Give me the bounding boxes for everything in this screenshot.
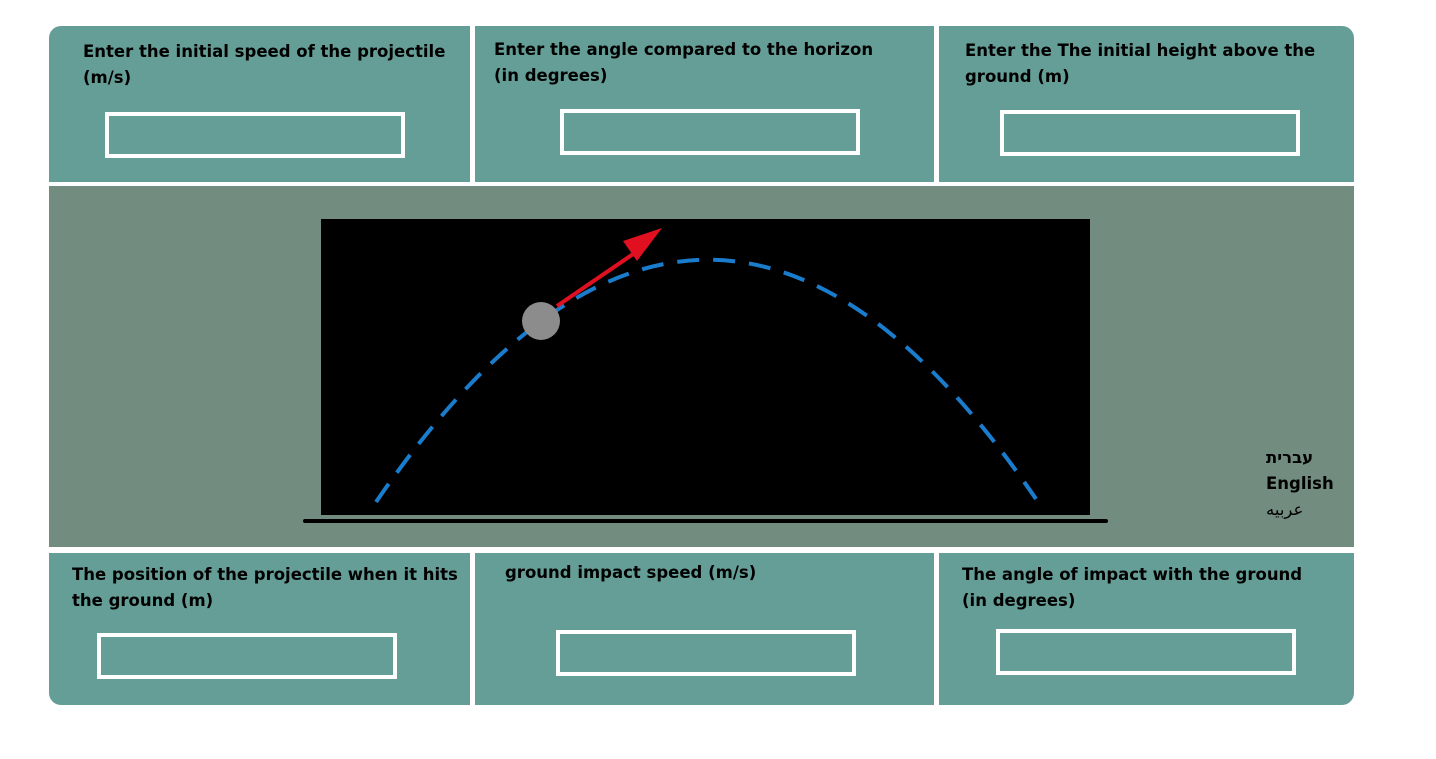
angle-input-label-line1: Enter the angle compared to the horizon bbox=[494, 40, 874, 59]
velocity-arrow-head bbox=[623, 228, 662, 261]
impact-position-label-line1: The position of the projectile when it h… bbox=[72, 565, 458, 584]
impact-position-output[interactable] bbox=[97, 633, 397, 679]
simulation-canvas bbox=[321, 219, 1090, 515]
height-input-label-line2: ground (m) bbox=[965, 67, 1070, 86]
height-input-label-line1: Enter the The initial height above the bbox=[965, 41, 1316, 60]
impact-position-panel: The position of the projectile when it h… bbox=[49, 553, 470, 705]
height-input-panel: Enter the The initial height above the g… bbox=[939, 26, 1354, 182]
height-input-label: Enter the The initial height above the g… bbox=[965, 38, 1315, 90]
angle-input-label-line2: (in degrees) bbox=[494, 66, 608, 85]
speed-input-label-line1: Enter the initial speed of the projectil… bbox=[83, 42, 446, 61]
angle-input-label: Enter the angle compared to the horizon … bbox=[494, 37, 873, 89]
impact-angle-output[interactable] bbox=[996, 629, 1296, 675]
trajectory-svg bbox=[374, 228, 1038, 504]
velocity-arrow-shaft bbox=[555, 248, 641, 308]
impact-position-label-line2: the ground (m) bbox=[72, 591, 214, 610]
launch-angle-input[interactable] bbox=[560, 109, 860, 155]
impact-speed-output[interactable] bbox=[556, 630, 856, 676]
language-arabic[interactable]: عربيه bbox=[1266, 500, 1304, 519]
language-english[interactable]: English bbox=[1266, 474, 1334, 493]
trajectory-path bbox=[374, 257, 1038, 504]
projectile-ball bbox=[522, 302, 560, 340]
simulation-area: עברית English عربيه bbox=[49, 186, 1354, 547]
impact-angle-label: The angle of impact with the ground (in … bbox=[962, 562, 1302, 614]
language-hebrew[interactable]: עברית bbox=[1266, 448, 1314, 467]
impact-angle-label-line1: The angle of impact with the ground bbox=[962, 565, 1303, 584]
initial-speed-input[interactable] bbox=[105, 112, 405, 158]
impact-speed-label: ground impact speed (m/s) bbox=[505, 563, 757, 582]
speed-input-label-line2: (m/s) bbox=[83, 68, 132, 87]
impact-angle-label-line2: (in degrees) bbox=[962, 591, 1076, 610]
speed-input-label: Enter the initial speed of the projectil… bbox=[83, 39, 445, 91]
simulator-frame: Enter the initial speed of the projectil… bbox=[49, 26, 1354, 705]
angle-input-panel: Enter the angle compared to the horizon … bbox=[475, 26, 934, 182]
speed-input-panel: Enter the initial speed of the projectil… bbox=[49, 26, 470, 182]
impact-angle-panel: The angle of impact with the ground (in … bbox=[939, 553, 1354, 705]
ground-line bbox=[303, 519, 1108, 523]
initial-height-input[interactable] bbox=[1000, 110, 1300, 156]
impact-speed-panel: ground impact speed (m/s) bbox=[475, 553, 934, 705]
impact-position-label: The position of the projectile when it h… bbox=[72, 562, 458, 614]
